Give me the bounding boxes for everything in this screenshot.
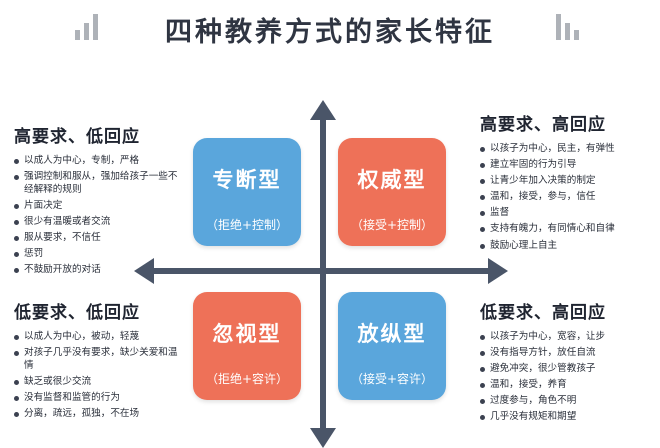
- quadrant-top-right: 高要求、高回应 以孩子为中心，民主，有弹性 建立牢固的行为引导 让青少年加入决策…: [480, 110, 656, 256]
- list-item: 缺乏或很少交流: [14, 376, 182, 389]
- card-neglectful: 忽视型 （拒绝+容许）: [193, 292, 301, 400]
- quadrant-title: 高要求、低回应: [14, 127, 140, 147]
- arrow-down-icon: [310, 428, 336, 448]
- bar-chart-icon: [556, 14, 586, 40]
- trait-list: 以孩子为中心，民主，有弹性 建立牢固的行为引导 让青少年加入决策的制定 温和，接…: [480, 143, 656, 252]
- list-item: 过度参与，角色不明: [480, 395, 656, 408]
- quadrant-bottom-right: 低要求、高回应 以孩子为中心，宽容，让步 没有指导方针，放任自流 避免冲突，很少…: [480, 298, 656, 428]
- card-subtitle: （接受+容许）: [350, 372, 434, 386]
- arrow-up-icon: [310, 100, 336, 120]
- list-item: 服从要求，不信任: [14, 232, 182, 245]
- list-item: 监督: [480, 207, 656, 220]
- list-item: 支持有魄力，有同情心和自律: [480, 223, 656, 236]
- bar-chart-icon: [75, 14, 105, 40]
- list-item: 强调控制和服从，强加给孩子一些不经解释的规则: [14, 171, 182, 196]
- list-item: 分离，疏远，孤独，不在场: [14, 408, 182, 421]
- card-permissive: 放纵型 （接受+容许）: [338, 292, 446, 400]
- trait-list: 以成人为中心，被动，轻蔑 对孩子几乎没有要求，缺少关爱和温情 缺乏或很少交流 没…: [14, 331, 182, 421]
- arrow-left-icon: [134, 258, 154, 284]
- arrow-right-icon: [488, 258, 508, 284]
- list-item: 片面决定: [14, 200, 182, 213]
- horizontal-axis: [150, 268, 490, 274]
- quadrant-title: 高要求、高回应: [480, 115, 606, 135]
- card-name: 放纵型: [357, 322, 427, 346]
- card-name: 权威型: [357, 168, 427, 192]
- list-item: 几乎没有规矩和期望: [480, 411, 656, 424]
- card-subtitle: （拒绝+容许）: [205, 372, 289, 386]
- list-item: 惩罚: [14, 248, 182, 261]
- quadrant-title: 低要求、低回应: [14, 303, 140, 323]
- page-title: 四种教养方式的家长特征: [165, 17, 495, 48]
- trait-list: 以成人为中心，专制，严格 强调控制和服从，强加给孩子一些不经解释的规则 片面决定…: [14, 155, 182, 277]
- quadrant-title: 低要求、高回应: [480, 303, 606, 323]
- card-authoritarian: 专断型 （拒绝+控制）: [193, 138, 301, 246]
- list-item: 不鼓励开放的对话: [14, 264, 182, 277]
- list-item: 没有监督和监管的行为: [14, 392, 182, 405]
- vertical-axis: [320, 116, 326, 432]
- list-item: 对孩子几乎没有要求，缺少关爱和温情: [14, 347, 182, 372]
- list-item: 温和，接受，养育: [480, 379, 656, 392]
- quadrant-top-left: 高要求、低回应 以成人为中心，专制，严格 强调控制和服从，强加给孩子一些不经解释…: [14, 122, 182, 280]
- quadrant-bottom-left: 低要求、低回应 以成人为中心，被动，轻蔑 对孩子几乎没有要求，缺少关爱和温情 缺…: [14, 298, 182, 424]
- list-item: 很少有温暖或者交流: [14, 216, 182, 229]
- list-item: 以孩子为中心，民主，有弹性: [480, 143, 656, 156]
- header: 四种教养方式的家长特征: [0, 0, 660, 58]
- card-name: 忽视型: [212, 322, 282, 346]
- card-subtitle: （接受+控制）: [350, 218, 434, 232]
- trait-list: 以孩子为中心，宽容，让步 没有指导方针，放任自流 避免冲突，很少管教孩子 温和，…: [480, 331, 656, 424]
- card-authoritative: 权威型 （接受+控制）: [338, 138, 446, 246]
- list-item: 没有指导方针，放任自流: [480, 347, 656, 360]
- list-item: 建立牢固的行为引导: [480, 159, 656, 172]
- list-item: 温和，接受，参与，信任: [480, 191, 656, 204]
- list-item: 以孩子为中心，宽容，让步: [480, 331, 656, 344]
- list-item: 以成人为中心，专制，严格: [14, 155, 182, 168]
- list-item: 以成人为中心，被动，轻蔑: [14, 331, 182, 344]
- list-item: 避免冲突，很少管教孩子: [480, 363, 656, 376]
- list-item: 让青少年加入决策的制定: [480, 175, 656, 188]
- list-item: 鼓励心理上自主: [480, 240, 656, 253]
- card-subtitle: （拒绝+控制）: [205, 218, 289, 232]
- card-name: 专断型: [212, 168, 282, 192]
